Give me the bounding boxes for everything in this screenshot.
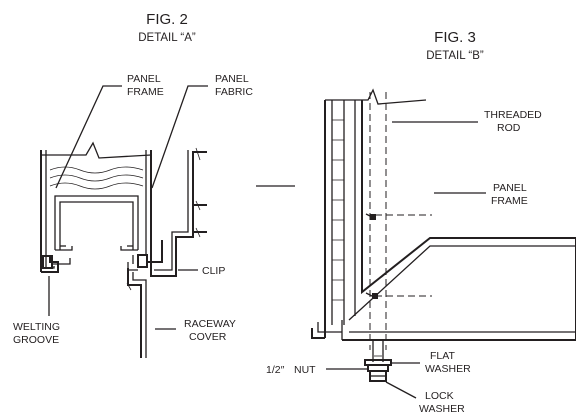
fig2-detail: DETAIL “A” [138, 32, 196, 44]
fig3-panel-drawing [311, 88, 576, 382]
fig3-leaders [326, 121, 486, 399]
fig3-detail: DETAIL “B” [426, 50, 484, 62]
label-lock-washer-line2: WASHER [419, 403, 465, 415]
label-clip: CLIP [202, 265, 225, 277]
label-panel-fabric-line1: PANEL [215, 73, 249, 85]
label-panel-fabric-line2: FABRIC [215, 86, 253, 98]
label-flat-washer-line2: WASHER [425, 363, 471, 375]
fig2-leaders [48, 85, 295, 330]
label-panel-frame-line2: FRAME [127, 86, 164, 98]
label-panel-frame-b-line1: PANEL [493, 182, 527, 194]
fig2-panel-drawing [40, 141, 207, 358]
label-threaded-rod-line1: THREADED [484, 109, 542, 121]
label-panel-frame-b-line2: FRAME [491, 195, 528, 207]
label-panel-frame-line1: PANEL [127, 73, 161, 85]
fig2-title: FIG. 2 [146, 11, 188, 28]
label-nut-size: 1/2″ [266, 364, 285, 376]
label-threaded-rod-line2: ROD [497, 122, 521, 134]
label-raceway-cover-line2: COVER [189, 331, 227, 343]
fig3-title: FIG. 3 [434, 29, 476, 46]
label-flat-washer-line1: FLAT [430, 350, 455, 362]
label-lock-washer-line1: LOCK [425, 390, 454, 402]
label-welting-groove-line2: GROOVE [13, 334, 59, 346]
label-welting-groove-line1: WELTING [13, 321, 60, 333]
label-nut: NUT [294, 364, 316, 376]
label-raceway-cover-line1: RACEWAY [184, 318, 236, 330]
